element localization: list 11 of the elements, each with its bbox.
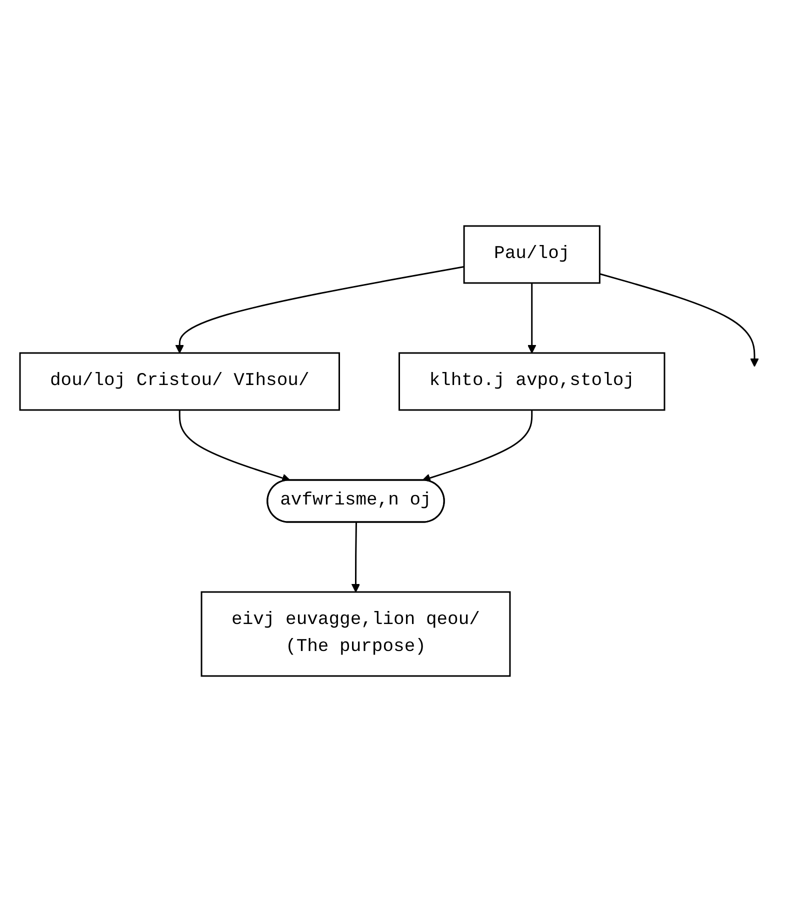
process-box: eivj euvagge,lion qeou/ (The purpose): [201, 590, 511, 676]
process-box: Pau/loj: [464, 224, 601, 284]
arrow: [175, 265, 464, 353]
arrow: [600, 272, 760, 366]
arrow: [179, 410, 291, 482]
arrow: [528, 282, 537, 353]
process-box: dou/loj Cristou/ VIhsou/: [20, 352, 340, 410]
ellipse-node: avfwrisme,n oj: [266, 478, 446, 522]
arrow: [352, 522, 360, 592]
arrow: [422, 410, 533, 482]
process-box: klhto.j avpo,stoloj: [398, 352, 666, 410]
